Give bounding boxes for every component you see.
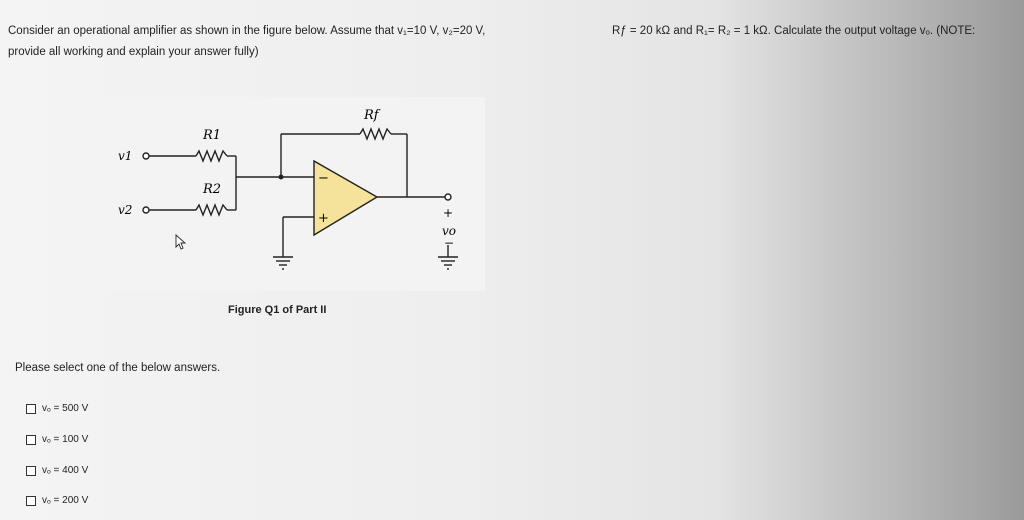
- question-text-line2: provide all working and explain your ans…: [8, 46, 259, 58]
- checkbox[interactable]: [26, 434, 36, 445]
- answer-option-label: vₒ = 200 V: [42, 495, 89, 506]
- v2-label: v2: [118, 203, 132, 217]
- answer-option-2[interactable]: vₒ = 100 V: [26, 434, 88, 445]
- answer-prompt: Please select one of the below answers.: [15, 362, 221, 374]
- output-minus-sign: −: [444, 236, 454, 250]
- checkbox[interactable]: [26, 403, 36, 414]
- mouse-cursor-icon: [175, 233, 187, 250]
- rf-label: Rf: [363, 108, 381, 123]
- checkbox[interactable]: [26, 495, 36, 506]
- circuit-figure: Rf R1 R2 v1 v2 − + + vo −: [100, 97, 485, 291]
- answer-option-label: vₒ = 400 V: [42, 465, 89, 476]
- question-text-line1: Consider an operational amplifier as sho…: [8, 25, 486, 37]
- answer-option-1[interactable]: vₒ = 500 V: [26, 403, 88, 414]
- op-amp-circuit-diagram: Rf R1 R2 v1 v2 − + + vo −: [118, 108, 458, 270]
- r1-label: R1: [202, 128, 221, 143]
- output-plus-sign: +: [443, 206, 453, 220]
- plus-sign: +: [318, 211, 329, 226]
- answer-option-label: vₒ = 500 V: [42, 403, 89, 414]
- vo-label: vo: [442, 224, 456, 238]
- checkbox[interactable]: [26, 465, 36, 476]
- answer-option-3[interactable]: vₒ = 400 V: [26, 465, 88, 476]
- v1-label: v1: [118, 149, 132, 163]
- figure-caption: Figure Q1 of Part II: [228, 304, 327, 316]
- answer-option-4[interactable]: vₒ = 200 V: [26, 495, 88, 506]
- minus-sign: −: [318, 171, 329, 186]
- question-text-line1-continued: Rƒ = 20 kΩ and R₁= R₂ = 1 kΩ. Calculate …: [612, 25, 976, 37]
- r2-label: R2: [202, 182, 221, 197]
- answer-option-label: vₒ = 100 V: [42, 434, 89, 445]
